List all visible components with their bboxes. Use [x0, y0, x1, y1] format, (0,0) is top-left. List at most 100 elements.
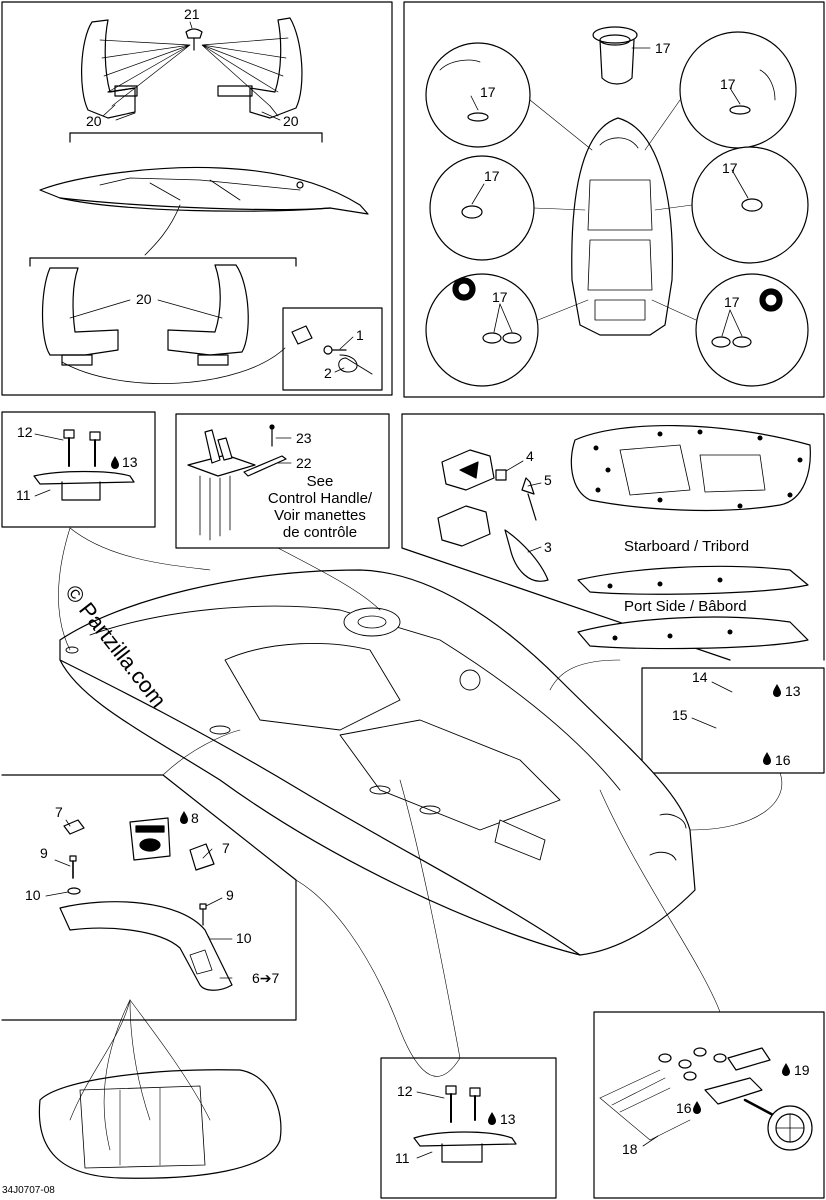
callout-19: 19 [794, 1062, 810, 1078]
callout-11: 11 [395, 1150, 410, 1166]
callout-13: 13 [785, 683, 801, 699]
boat-port-view [577, 616, 809, 650]
label-port-side: Port Side / Bâbord [624, 598, 747, 615]
panel-cleat-bottom [380, 1057, 557, 1199]
callout-17: 17 [722, 160, 738, 176]
clip-1 [291, 325, 347, 355]
panel-trim-frame [401, 413, 825, 661]
sealant-drop-icon [762, 751, 772, 766]
callout-17: 17 [720, 76, 736, 92]
callout-6-to-7: 6➔7 [252, 970, 280, 986]
callout-4: 4 [526, 448, 534, 464]
bracket-mount [727, 1047, 771, 1071]
tie-wrap-2 [338, 354, 373, 375]
boat-top-view-bottom [38, 1069, 282, 1179]
sealant-drop-icon [179, 810, 189, 825]
see-control-handle-note: See Control Handle/ Voir manettes de con… [267, 473, 373, 541]
callout-21: 21 [184, 6, 200, 22]
callout-23: 23 [296, 430, 312, 446]
callout-leaders [34, 21, 749, 1159]
callout-10: 10 [25, 887, 41, 903]
callout-16: 16 [775, 752, 791, 768]
screw-9-right [199, 903, 207, 926]
callout-17: 17 [655, 40, 671, 56]
callout-9: 9 [40, 845, 48, 861]
screw-12-bottom [445, 1085, 481, 1123]
panel-rear-cleat [641, 667, 825, 774]
screw-23 [269, 424, 275, 447]
callout-22: 22 [296, 455, 312, 471]
callout-20: 20 [283, 113, 299, 129]
callout-1: 1 [356, 327, 364, 343]
plate-16 [704, 1077, 763, 1105]
trim-dots [593, 429, 803, 509]
washer-10-left [67, 887, 81, 895]
callout-3: 3 [544, 539, 552, 555]
strap-22 [243, 455, 287, 477]
callout-17: 17 [492, 289, 508, 305]
callout-17: 17 [724, 294, 740, 310]
control-handle-assembly [187, 429, 256, 541]
callout-7: 7 [222, 840, 230, 856]
callout-7: 7 [55, 804, 63, 820]
backrest-upper-left [81, 19, 138, 119]
callout-20: 20 [136, 291, 152, 307]
cleat-11-bottom [413, 1131, 517, 1163]
cover-7-right [189, 843, 215, 871]
boat-trim-top-view [570, 425, 811, 512]
callout-numbers: 21 20 20 20 1 2 17 17 17 17 17 17 17 12 … [16, 6, 810, 1166]
callout-5: 5 [544, 472, 552, 488]
washer-nut-set [658, 1047, 727, 1081]
document-id: 34J0707-08 [2, 1185, 55, 1196]
callout-18: 18 [622, 1141, 638, 1157]
backrest-upper-right [217, 17, 303, 119]
sealant-drop-icon [110, 455, 120, 470]
bracket-4-lower [437, 505, 491, 547]
callout-9: 9 [226, 887, 234, 903]
callout-10: 10 [236, 930, 252, 946]
label-starboard: Starboard / Tribord [624, 538, 749, 555]
tie-wrap-3 [504, 529, 549, 582]
panel-control-handle [175, 413, 390, 549]
callout-12: 12 [397, 1083, 413, 1099]
boat-top-view [571, 117, 673, 336]
clip-4 [495, 469, 507, 481]
screw-12-front [63, 429, 101, 467]
callout-13: 13 [122, 454, 138, 470]
callout-17: 17 [484, 168, 500, 184]
sealant-drop-icon [781, 1062, 791, 1077]
bracket-18-lines [599, 1069, 691, 1141]
sealant-drop-icon [772, 683, 782, 698]
fastener-detail-box [282, 307, 383, 391]
screw-9-left [69, 855, 77, 879]
cup-holder-circle-details [425, 31, 809, 387]
push-rivet-21 [185, 28, 203, 51]
backrest-lower-left [41, 267, 119, 366]
cover-7-left [63, 819, 85, 835]
boat-starboard-view [577, 565, 809, 595]
backrest-lower-right [167, 264, 249, 366]
panel-cup-holders [403, 1, 825, 398]
callout-16: 16 [676, 1100, 692, 1116]
panel-cleat-front [1, 411, 156, 528]
leader-lines [58, 527, 782, 1077]
grab-handle-6 [59, 901, 233, 991]
cleat-11-front [33, 470, 135, 501]
sealant-drop-icon [692, 1100, 702, 1115]
boat-side-view-top [39, 166, 369, 215]
ski-tow-ring-19 [743, 1098, 813, 1151]
callout-8: 8 [191, 810, 199, 826]
callout-11: 11 [16, 487, 31, 503]
cup-holder-17 [592, 26, 638, 85]
callout-14: 14 [692, 669, 708, 685]
callout-12: 12 [17, 424, 33, 440]
bracket-4-upper [441, 449, 495, 491]
callout-20: 20 [86, 113, 102, 129]
backrest-fastener-rays [99, 37, 289, 107]
panel-seat-backrests [1, 1, 393, 396]
callout-15: 15 [672, 707, 688, 723]
callout-2: 2 [324, 365, 332, 381]
panel-ski-tow [593, 1011, 825, 1199]
